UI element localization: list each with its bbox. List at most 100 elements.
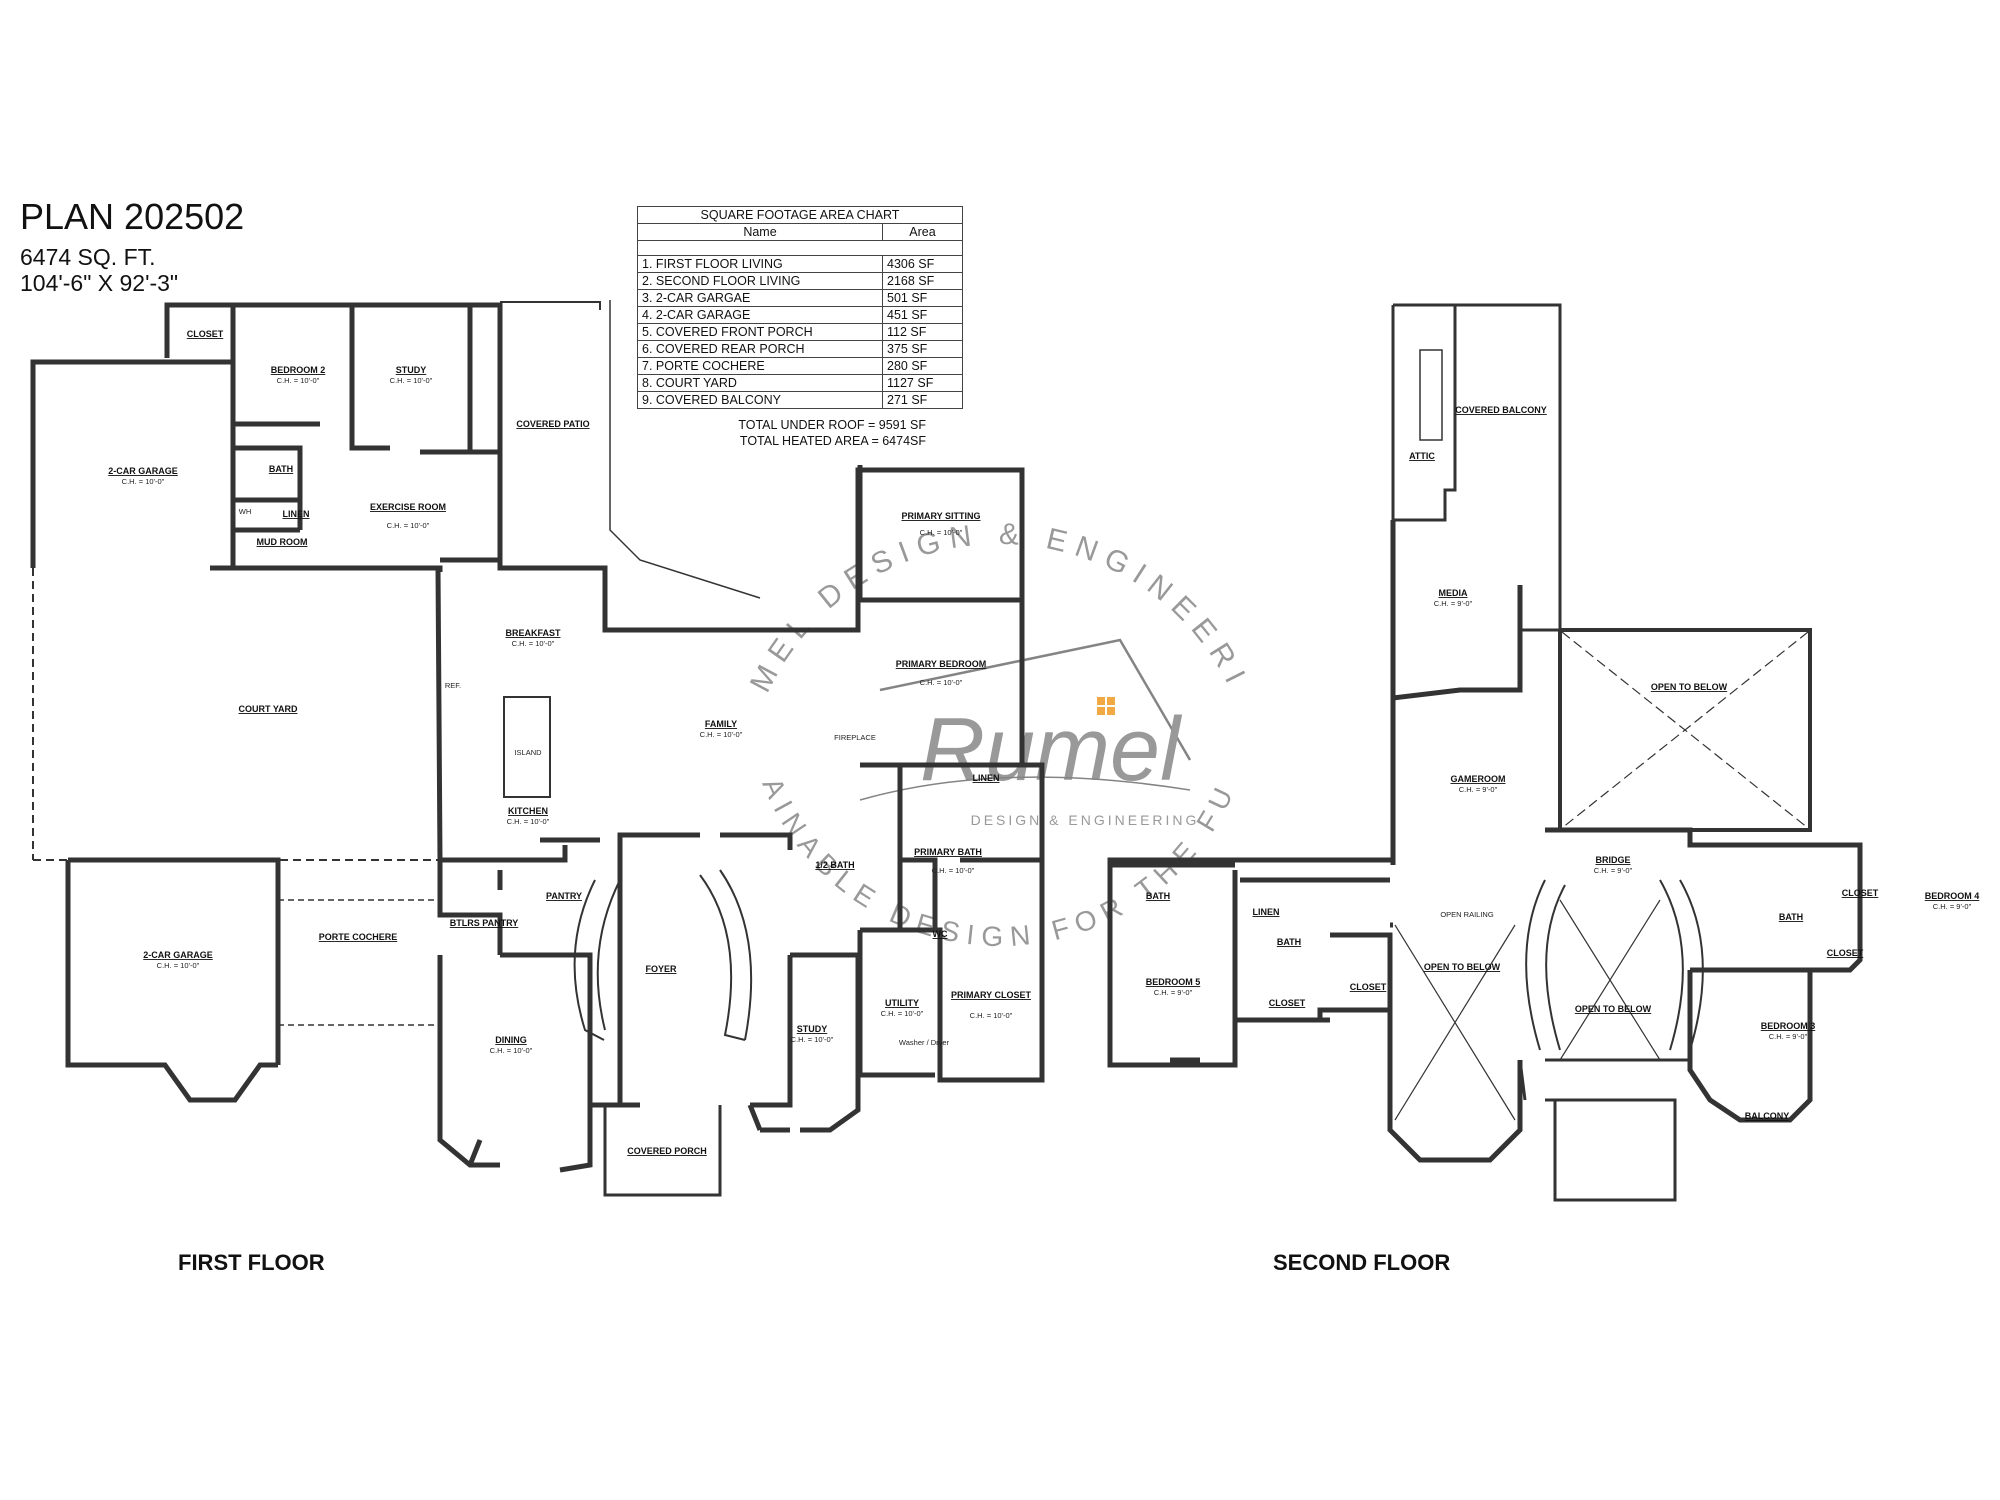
watermark-script: Rumel: [920, 700, 1183, 800]
area-row-name: 4. 2-CAR GARAGE: [637, 306, 883, 324]
square-footage-area-chart: SQUARE FOOTAGE AREA CHART Name Area 1. F…: [637, 206, 963, 409]
room-label: COVERED PATIO: [516, 419, 589, 429]
watermark-arc-top: RUMEL DESIGN & ENGINEERING: [0, 0, 1255, 697]
room-label: GAMEROOM: [1451, 774, 1506, 784]
room-label: FAMILY: [705, 719, 737, 729]
ceiling-height: C.H. = 9'-0": [1459, 785, 1498, 794]
room-label: OPEN TO BELOW: [1575, 1004, 1652, 1014]
wall-covered-patio: [500, 301, 601, 310]
stair-right: [699, 869, 753, 1041]
patio-edge: [609, 300, 761, 599]
wall-court-edge: [435, 567, 568, 863]
room-label: UTILITY: [885, 998, 919, 1008]
first-floor-plan: [30, 300, 1045, 1197]
room-label: LINEN: [973, 773, 1000, 783]
room-label: STUDY: [396, 365, 427, 375]
room-label: ATTIC: [1409, 451, 1435, 461]
area-row-area: 4306 SF: [882, 255, 963, 273]
room-label: WC: [933, 929, 948, 939]
wall-covered-porch: [603, 1105, 722, 1197]
area-chart-spacer: [637, 240, 963, 256]
wall-lower-garage: [65, 857, 281, 1103]
plan-dimensions: 104'-6" X 92'-3": [20, 270, 179, 296]
ceiling-height: C.H. = 10'-0": [387, 521, 430, 530]
ceiling-height: C.H. = 10'-0": [881, 1009, 924, 1018]
ceiling-height: C.H. = 10'-0": [157, 961, 200, 970]
watermark-arc-bottom: SUSTAINABLE DESIGN FOR THE FUTURE: [0, 0, 1242, 952]
room-label: BTLRS PANTRY: [450, 918, 519, 928]
room-label: PRIMARY BEDROOM: [896, 659, 987, 669]
area-row-name: 1. FIRST FLOOR LIVING: [637, 255, 883, 273]
area-row-area: 451 SF: [882, 306, 963, 324]
room-label: PRIMARY CLOSET: [951, 990, 1032, 1000]
room-label: CLOSET: [1842, 888, 1879, 898]
ceiling-height: C.H. = 9'-0": [1434, 599, 1473, 608]
wall-bedroom3: [1687, 970, 1813, 1123]
room-label: REF.: [445, 681, 461, 690]
watermark-sub: DESIGN & ENGINEERING: [971, 812, 1200, 828]
wall-bath-mud: [230, 445, 303, 568]
attic-stair: [1419, 349, 1443, 441]
room-label: OPEN RAILING: [1440, 910, 1494, 919]
plan-square-footage: 6474 SQ. FT.: [20, 244, 156, 270]
room-label: BEDROOM 4: [1925, 891, 1980, 901]
second-floor-plan: [1107, 303, 1863, 1202]
area-row-area: 2168 SF: [882, 272, 963, 290]
open-to-below-x1: [1561, 631, 1809, 829]
wall-main-outer: [497, 467, 1045, 1083]
room-label: BRIDGE: [1595, 855, 1630, 865]
second-floor-label: SECOND FLOOR: [1273, 1250, 1451, 1275]
porte-cochere-edge: [278, 899, 440, 1026]
ceiling-height: C.H. = 10'-0": [970, 1011, 1013, 1020]
room-label: BEDROOM 3: [1761, 1021, 1816, 1031]
area-row-name: 9. COVERED BALCONY: [637, 391, 883, 409]
room-label: ISLAND: [514, 748, 542, 757]
area-chart-col-name: Name: [637, 223, 883, 241]
room-label: COURT YARD: [238, 704, 298, 714]
room-label: LINEN: [1253, 907, 1280, 917]
ceiling-height: C.H. = 9'-0": [1154, 988, 1193, 997]
wall-left-garage: [30, 359, 236, 571]
room-label: DINING: [495, 1035, 527, 1045]
room-label: PRIMARY SITTING: [901, 511, 980, 521]
area-row-name: 7. PORTE COCHERE: [637, 357, 883, 375]
area-row-area: 112 SF: [882, 323, 963, 341]
room-label: EXERCISE ROOM: [370, 502, 446, 512]
wall-foyer: [590, 832, 793, 1108]
room-label: STUDY: [797, 1024, 828, 1034]
room-label: WH: [239, 507, 252, 516]
room-label: BEDROOM 5: [1146, 977, 1201, 987]
ceiling-height: C.H. = 9'-0": [1594, 866, 1633, 875]
wall-bridge: [1545, 827, 1863, 973]
ceiling-height: C.H. = 10'-0": [390, 376, 433, 385]
area-row-name: 6. COVERED REAR PORCH: [637, 340, 883, 358]
room-label: MUD ROOM: [257, 537, 308, 547]
room-label: KITCHEN: [508, 806, 548, 816]
room-label: BEDROOM 2: [271, 365, 326, 375]
ceiling-height: C.H. = 10'-0": [700, 730, 743, 739]
room-label: BATH: [269, 464, 293, 474]
stair-left: [573, 879, 621, 1041]
wall-bedroom5-bath: [1110, 862, 1393, 1063]
total-under-roof: TOTAL UNDER ROOF = 9591 SF: [738, 418, 926, 432]
wall-attic-balcony: [1391, 303, 1562, 632]
courtyard-edge: [32, 568, 440, 861]
open-to-below-x2: [1394, 924, 1516, 1121]
area-row-name: 3. 2-CAR GARGAE: [637, 289, 883, 307]
watermark: RUMEL DESIGN & ENGINEERING SUSTAINABLE D…: [0, 0, 1255, 952]
area-row-area: 501 SF: [882, 289, 963, 307]
room-label: BATH: [1779, 912, 1803, 922]
area-row-area: 375 SF: [882, 340, 963, 358]
ceiling-height: C.H. = 10'-0": [490, 1046, 533, 1055]
room-label: Washer / Dryer: [899, 1038, 950, 1047]
wall-open-below-top: [1558, 628, 1812, 832]
first-floor-label: FIRST FLOOR: [178, 1250, 325, 1275]
ceiling-height: C.H. = 10'-0": [507, 817, 550, 826]
room-label: OPEN TO BELOW: [1651, 682, 1728, 692]
